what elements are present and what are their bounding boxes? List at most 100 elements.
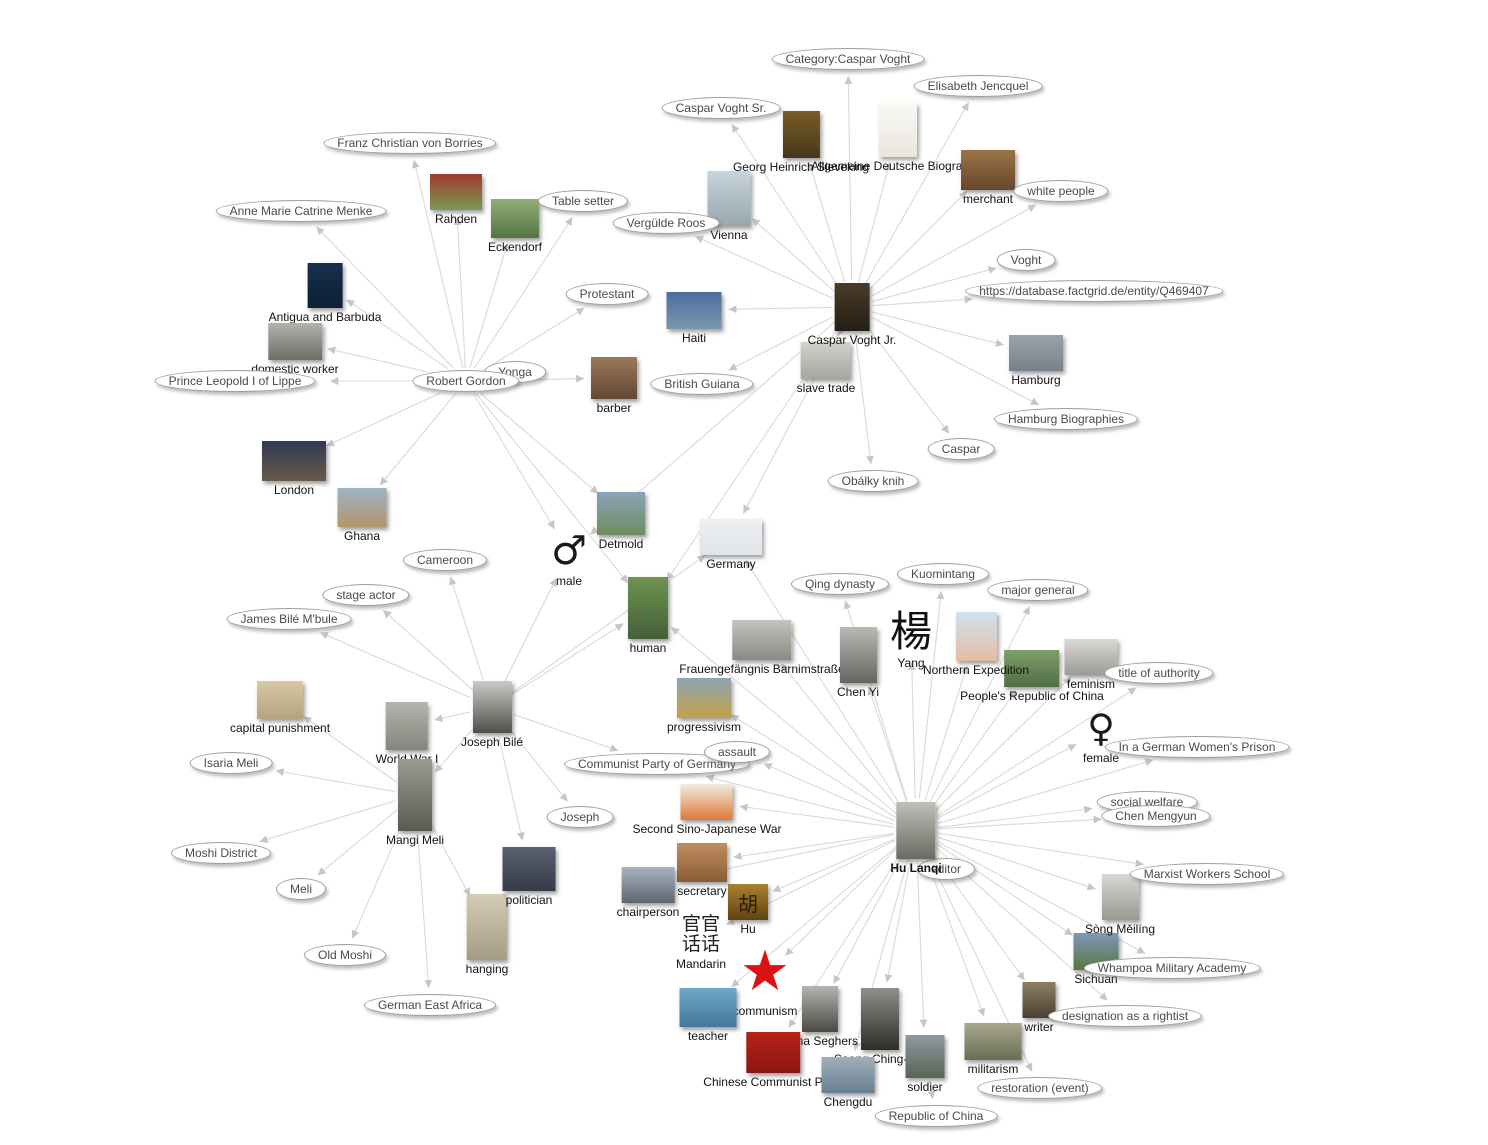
node-soldier[interactable]: soldier xyxy=(905,1034,945,1094)
node-communism[interactable]: ★communism xyxy=(733,942,798,1018)
node-merchant[interactable]: merchant xyxy=(961,150,1015,206)
node-chairperson[interactable]: chairperson xyxy=(617,867,679,919)
node-chengdu[interactable]: Chengdu xyxy=(821,1057,875,1109)
node-factgrid-url[interactable]: https://database.factgrid.de/entity/Q469… xyxy=(965,280,1223,302)
node-republic-of-china[interactable]: Republic of China xyxy=(874,1105,998,1127)
node-white-people[interactable]: white people xyxy=(1013,180,1109,202)
node-hamburg-biographies[interactable]: Hamburg Biographies xyxy=(993,408,1139,430)
node-antigua[interactable]: Antigua and Barbuda xyxy=(269,262,381,324)
adb-caption: Allgemeine Deutsche Biographie xyxy=(810,159,986,173)
mandarin-glyph: 官官 话话 xyxy=(681,913,720,955)
node-caspar-voght-sr[interactable]: Caspar Voght Sr. xyxy=(661,97,781,119)
node-voght[interactable]: Voght xyxy=(996,249,1056,271)
node-prince-leopold[interactable]: Prince Leopold I of Lippe xyxy=(154,370,316,392)
node-verguelde-roos[interactable]: Vergülde Roos xyxy=(612,212,720,234)
node-ccp[interactable]: Chinese Communist Party xyxy=(703,1031,843,1089)
node-anna-seghers[interactable]: Anna Seghers xyxy=(782,986,858,1048)
node-stage-actor[interactable]: stage actor xyxy=(322,584,410,606)
node-german-east-africa[interactable]: German East Africa xyxy=(363,994,497,1016)
node-joseph-bile[interactable]: Joseph Bilé xyxy=(461,681,523,749)
node-title-of-authority[interactable]: title of authority xyxy=(1104,662,1214,684)
node-assault[interactable]: assault xyxy=(703,741,771,763)
node-teacher[interactable]: teacher xyxy=(679,987,737,1043)
node-meli[interactable]: Meli xyxy=(275,878,327,900)
node-secretary[interactable]: secretary xyxy=(677,842,727,898)
node-progressivism[interactable]: progressivism xyxy=(667,678,741,734)
node-eckendorf[interactable]: Eckendorf xyxy=(488,198,542,254)
node-writer[interactable]: writer xyxy=(1022,982,1056,1034)
node-cameroon[interactable]: Cameroon xyxy=(402,549,488,571)
node-hu-lanqi[interactable]: Hu Lanqi xyxy=(890,801,942,875)
node-prc[interactable]: People's Republic of China xyxy=(960,649,1104,703)
node-franz-borries[interactable]: Franz Christian von Borries xyxy=(323,132,497,154)
node-marxist-workers-school[interactable]: Marxist Workers School xyxy=(1129,863,1285,885)
node-london[interactable]: London xyxy=(262,441,326,497)
node-elisabeth-jencquel[interactable]: Elisabeth Jencquel xyxy=(913,75,1043,97)
edge-hu_lanqi-to-communism xyxy=(784,847,898,957)
node-frauengefaengnis[interactable]: Frauengefängnis Barnimstraße xyxy=(679,620,845,676)
node-mangi-meli[interactable]: Mangi Meli xyxy=(386,759,444,847)
node-barber[interactable]: barber xyxy=(591,357,637,415)
node-slave-trade[interactable]: slave trade xyxy=(797,341,855,395)
node-sieveking[interactable]: Georg Heinrich Sieveking xyxy=(733,110,869,174)
node-rahden[interactable]: Rahden xyxy=(430,174,482,226)
node-northern-expedition[interactable]: Northern Expedition xyxy=(923,611,1029,677)
node-militarism[interactable]: militarism xyxy=(964,1022,1022,1076)
node-wwi[interactable]: World War I xyxy=(376,702,438,766)
node-table-setter[interactable]: Table setter xyxy=(537,190,629,212)
node-chen-mengyun[interactable]: Chen Mengyun xyxy=(1101,805,1211,827)
node-chen-yi[interactable]: Chen Yi xyxy=(837,627,879,699)
node-british-guiana[interactable]: British Guiana xyxy=(650,373,754,395)
node-james-bile[interactable]: James Bilé M'bule xyxy=(226,608,352,630)
node-major-general[interactable]: major general xyxy=(987,579,1089,601)
node-hamburg[interactable]: Hamburg xyxy=(1009,335,1063,387)
node-moshi-district[interactable]: Moshi District xyxy=(170,842,272,864)
node-caspar[interactable]: Caspar xyxy=(927,438,995,460)
node-human[interactable]: human xyxy=(628,577,668,655)
node-capital-punishment[interactable]: capital punishment xyxy=(230,681,330,735)
entity-label-major-general: major general xyxy=(987,579,1089,601)
node-haiti[interactable]: Haiti xyxy=(666,291,722,345)
edge-cvj-to-caspar_voght_sr xyxy=(731,123,840,287)
node-vienna[interactable]: Vienna xyxy=(707,170,751,242)
node-cpg[interactable]: Communist Party of Germany xyxy=(563,753,751,775)
node-kuomintang[interactable]: Kuomintang xyxy=(896,563,990,585)
node-joseph[interactable]: Joseph xyxy=(546,806,614,828)
hu-plaque-glyph: 胡 xyxy=(738,891,758,916)
node-ghana[interactable]: Ghana xyxy=(337,487,387,543)
node-adb[interactable]: Allgemeine Deutsche Biographie xyxy=(811,103,985,173)
edge-robert_gordon-to-ghana xyxy=(379,393,456,486)
node-editor[interactable]: editor xyxy=(916,858,976,880)
node-politician[interactable]: politician xyxy=(502,847,556,907)
node-domestic-worker[interactable]: domestic worker xyxy=(251,322,339,376)
entity-label-kuomintang: Kuomintang xyxy=(896,563,990,585)
node-german-womens-prison[interactable]: In a German Women's Prison xyxy=(1104,736,1290,758)
node-protestant[interactable]: Protestant xyxy=(565,283,649,305)
node-category-caspar-voght[interactable]: Category:Caspar Voght xyxy=(771,48,925,70)
node-isaria-meli[interactable]: Isaria Meli xyxy=(189,752,273,774)
detmold-caption: Detmold xyxy=(598,536,644,551)
edge-mangi_meli-to-isaria_meli xyxy=(275,768,396,793)
node-whampoa[interactable]: Whampoa Military Academy xyxy=(1083,957,1261,979)
node-designation-rightist[interactable]: designation as a rightist xyxy=(1047,1005,1203,1027)
node-germany-map[interactable]: Germany xyxy=(700,519,762,571)
hu-lanqi-thumbnail xyxy=(896,801,936,859)
node-detmold[interactable]: Detmold xyxy=(597,491,645,551)
node-restoration-event[interactable]: restoration (event) xyxy=(977,1077,1103,1099)
node-anne-marie[interactable]: Anne Marie Catrine Menke xyxy=(215,200,387,222)
node-cvj[interactable]: Caspar Voght Jr. xyxy=(808,283,896,347)
node-obalky-knih[interactable]: Obálky knih xyxy=(827,470,919,492)
node-hanging[interactable]: hanging xyxy=(466,894,508,976)
node-female[interactable]: ♀female xyxy=(1083,708,1119,765)
node-old-moshi[interactable]: Old Moshi xyxy=(303,944,387,966)
node-robert-gordon[interactable]: Robert Gordon xyxy=(412,370,520,392)
node-song-meiling[interactable]: Sòng Měilíng xyxy=(1085,874,1155,936)
edge-cvj-to-hamburg xyxy=(872,311,1005,347)
node-male[interactable]: ♂male xyxy=(551,530,587,588)
edge-hu_lanqi-to-german_womens_prison xyxy=(937,758,1154,825)
node-qing-dynasty[interactable]: Qing dynasty xyxy=(790,573,890,595)
node-ssjw[interactable]: Second Sino-Japanese War xyxy=(633,784,781,836)
